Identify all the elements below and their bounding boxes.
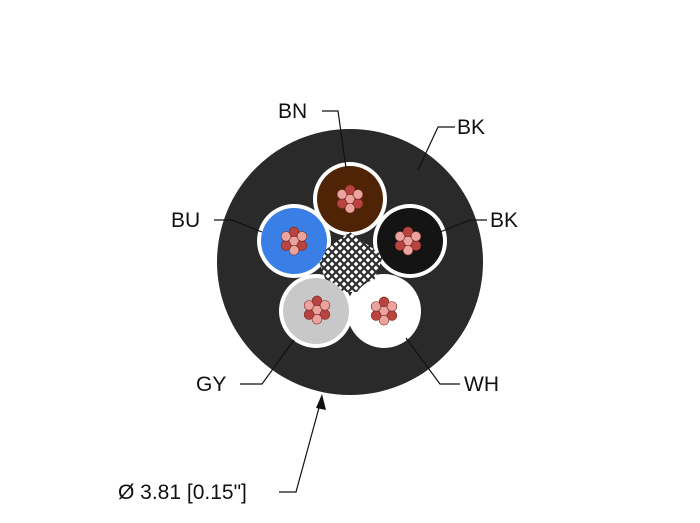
copper-strand (288, 245, 300, 256)
copper-strand (303, 309, 315, 320)
copper-strand (402, 245, 414, 256)
copper-strand (394, 231, 406, 242)
copper-strand (344, 184, 356, 196)
label-wh: WH (464, 373, 499, 396)
copper-strand (311, 295, 323, 306)
leader-line-bk-core (439, 219, 487, 233)
copper-strand (402, 226, 414, 238)
diameter-arrowhead (316, 394, 326, 410)
strands-bk (394, 226, 422, 256)
copper-strand (370, 301, 382, 312)
copper-strand (280, 231, 292, 242)
strands-bu (280, 226, 308, 256)
leader-line-diameter (279, 403, 321, 493)
leader-line-bu (214, 219, 263, 233)
copper-strand (394, 240, 406, 251)
copper-strand (311, 314, 323, 325)
label-bk-jacket: BK (457, 116, 485, 139)
copper-strand (378, 296, 390, 307)
strands-bn (336, 184, 364, 214)
leader-line-gy (240, 339, 295, 385)
copper-strand (296, 231, 308, 242)
center-braid-filler (317, 232, 383, 292)
label-bn: BN (278, 100, 307, 123)
copper-strand (288, 226, 300, 238)
copper-strand (344, 203, 356, 214)
leader-line-bk-jacket (417, 126, 455, 171)
copper-strand (280, 240, 292, 251)
copper-strand (386, 301, 398, 312)
copper-strand (410, 231, 422, 242)
label-diameter: Ø 3.81 [0.15"] (118, 481, 247, 504)
leader-line-bn (322, 110, 347, 169)
copper-strand (370, 310, 382, 321)
copper-strand (303, 300, 315, 311)
copper-strand (336, 189, 348, 200)
copper-strand (352, 189, 364, 200)
label-gy: GY (196, 373, 226, 396)
copper-strand (378, 315, 390, 326)
label-bk-core: BK (490, 209, 518, 232)
leader-line-wh (405, 337, 460, 385)
copper-strand (336, 198, 348, 209)
label-bu: BU (171, 209, 200, 232)
strands-wh (370, 296, 398, 326)
strands-gy (303, 295, 331, 325)
copper-strand (319, 300, 331, 311)
